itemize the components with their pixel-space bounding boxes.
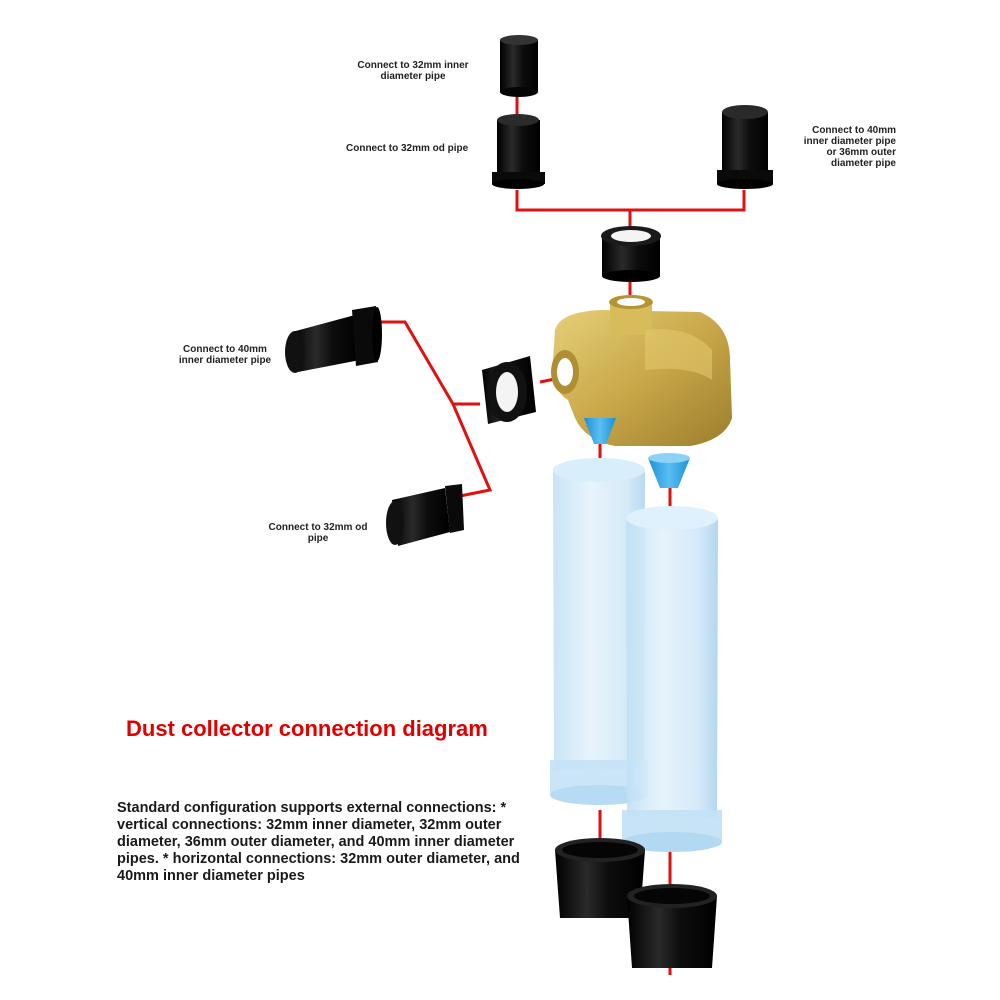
label-side-32mm-od: Connect to 32mm od pipe (255, 522, 381, 544)
brass-cyclone-body (551, 295, 732, 446)
label-side-40mm-inner: Connect to 40mm inner diameter pipe (160, 344, 290, 366)
adapter-top-32mm-inner (500, 35, 538, 97)
label-line: Connect to 32mm inner (357, 60, 469, 71)
funnel-left (584, 418, 616, 444)
label-top-40mm-or-36mm: Connect to 40mm inner diameter pipe or 3… (776, 125, 896, 169)
label-line: inner diameter pipe (803, 136, 896, 147)
connector-line-top-tee (515, 190, 746, 212)
label-line: or 36mm outer (826, 147, 896, 158)
bottom-cap-left (555, 838, 645, 918)
collection-cylinder-right (622, 506, 722, 852)
bottom-cap-right (627, 884, 717, 968)
label-line: inner diameter pipe (178, 355, 272, 366)
label-line: diameter pipe (380, 71, 446, 82)
label-line: diameter pipe (830, 158, 896, 169)
funnel-right (648, 453, 690, 488)
configuration-description: Standard configuration supports external… (117, 800, 520, 884)
label-line: Connect to 40mm (812, 125, 896, 136)
collection-cylinder-left (550, 458, 648, 805)
label-line: Connect to 40mm (183, 344, 267, 355)
union-nut-top (601, 226, 661, 282)
adapter-top-32mm-od (492, 114, 545, 189)
label-line: pipe (307, 533, 329, 544)
adapter-side-32mm-od (386, 484, 464, 546)
label-line: Connect to 32mm od pipe (346, 143, 469, 154)
connector-line-side-32mm (451, 403, 493, 498)
label-top-32mm-od: Connect to 32mm od pipe (346, 143, 496, 154)
label-line: Connect to 32mm od (268, 522, 368, 533)
adapter-side-40mm (285, 306, 382, 373)
label-top-32mm-inner: Connect to 32mm inner diameter pipe (340, 60, 486, 82)
diagram-title: Dust collector connection diagram (126, 716, 488, 741)
adapter-top-40mm (717, 105, 773, 189)
union-nut-side (482, 356, 536, 424)
connector-line-side-40mm (375, 320, 480, 406)
